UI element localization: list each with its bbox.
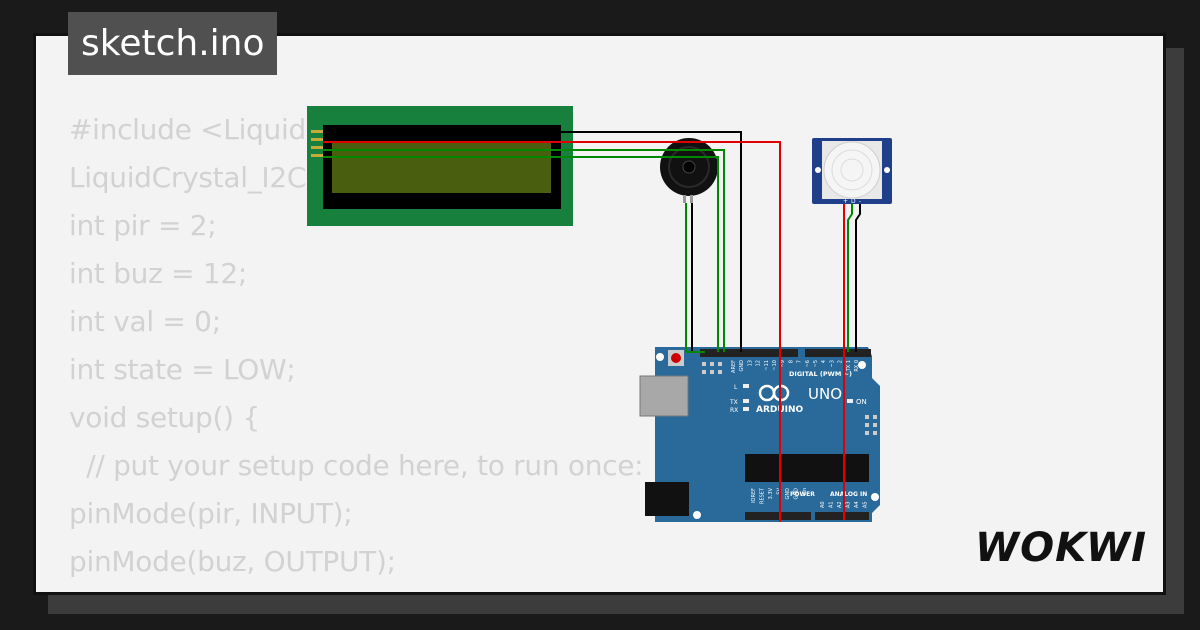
analog-label: ANALOG IN	[830, 491, 867, 498]
pin-label: 13	[747, 360, 753, 366]
code-line: // put your setup code here, to run once…	[69, 449, 644, 482]
code-line: pinMode(buz, OUTPUT);	[69, 545, 396, 578]
pin-label: GND	[739, 360, 745, 372]
pin-label: A5	[863, 501, 869, 508]
code-line: int buz = 12;	[69, 257, 248, 290]
microcontroller-chip	[745, 454, 869, 482]
buzzer	[660, 138, 718, 203]
pir-pin-label: D	[851, 198, 856, 205]
pin-label: 8	[788, 360, 794, 363]
code-line: int val = 0;	[69, 305, 221, 338]
power-header	[745, 512, 811, 520]
pin-label: AREF	[731, 360, 737, 373]
code-line: void setup() {	[69, 401, 260, 434]
pin-label: TX 1	[846, 360, 852, 372]
pir-pin-label: +	[843, 198, 848, 205]
wokwi-logo: WOKWI	[975, 525, 1148, 571]
file-title: sketch.ino	[68, 12, 278, 75]
arduino-uno-board: DIGITAL (PWM ~) ARDUINO UNO ON POWER ANA…	[639, 347, 880, 522]
pin-label: A1	[829, 501, 835, 508]
code-line: int state = LOW;	[69, 353, 296, 386]
wire-pir-signal	[847, 204, 853, 352]
wire-lcd-vcc	[323, 141, 781, 522]
pir-sensor: + D -	[812, 138, 892, 205]
pin-label: A4	[854, 501, 860, 508]
pin-label: ~5	[813, 360, 819, 367]
code-line: int pir = 2;	[69, 209, 217, 242]
pin-label: 4	[821, 360, 827, 363]
pin-label: 7	[797, 360, 803, 363]
pin-label: RESET	[760, 487, 766, 504]
code-line: pinMode(pir, INPUT);	[69, 497, 353, 530]
pin-label: GND	[794, 488, 800, 500]
pin-label: Vin	[802, 488, 808, 496]
pin-label: ~6	[805, 360, 811, 367]
wires	[323, 131, 861, 522]
pin-label: 12	[756, 360, 762, 366]
wire-pir-gnd	[855, 204, 861, 352]
pin-label: IOREF	[751, 488, 757, 503]
pin-label: ~3	[829, 360, 835, 367]
digital-header-right	[805, 349, 871, 357]
pin-label: ~9	[780, 360, 786, 367]
pin-label: GND	[785, 488, 791, 500]
on-label: ON	[856, 398, 867, 406]
pin-label: A0	[820, 501, 826, 508]
digital-header-label: DIGITAL (PWM ~)	[789, 370, 852, 378]
pir-pin-label: -	[859, 198, 861, 205]
pin-label: ~11	[764, 360, 770, 371]
wire-lcd-sda	[323, 149, 725, 352]
board-model: UNO	[808, 385, 842, 403]
pin-label: 3.3V	[768, 487, 774, 499]
lcd-display	[307, 106, 573, 226]
power-label: POWER	[790, 491, 815, 498]
led-label: L	[734, 384, 738, 391]
pin-label: RX 0	[854, 360, 860, 372]
digital-header-left	[700, 349, 798, 357]
wire-lcd-scl	[323, 156, 719, 352]
pin-label: ~10	[772, 360, 778, 371]
pin-label: A3	[846, 501, 852, 508]
wire-lcd-gnd	[323, 131, 742, 352]
pin-label: 2	[838, 360, 844, 363]
analog-header	[815, 512, 869, 520]
pin-label: A2	[837, 501, 843, 508]
led-label: RX	[730, 407, 738, 414]
power-jack	[645, 482, 689, 516]
usb-port	[639, 375, 689, 417]
reset-button	[671, 353, 681, 363]
led-label: TX	[729, 399, 738, 406]
